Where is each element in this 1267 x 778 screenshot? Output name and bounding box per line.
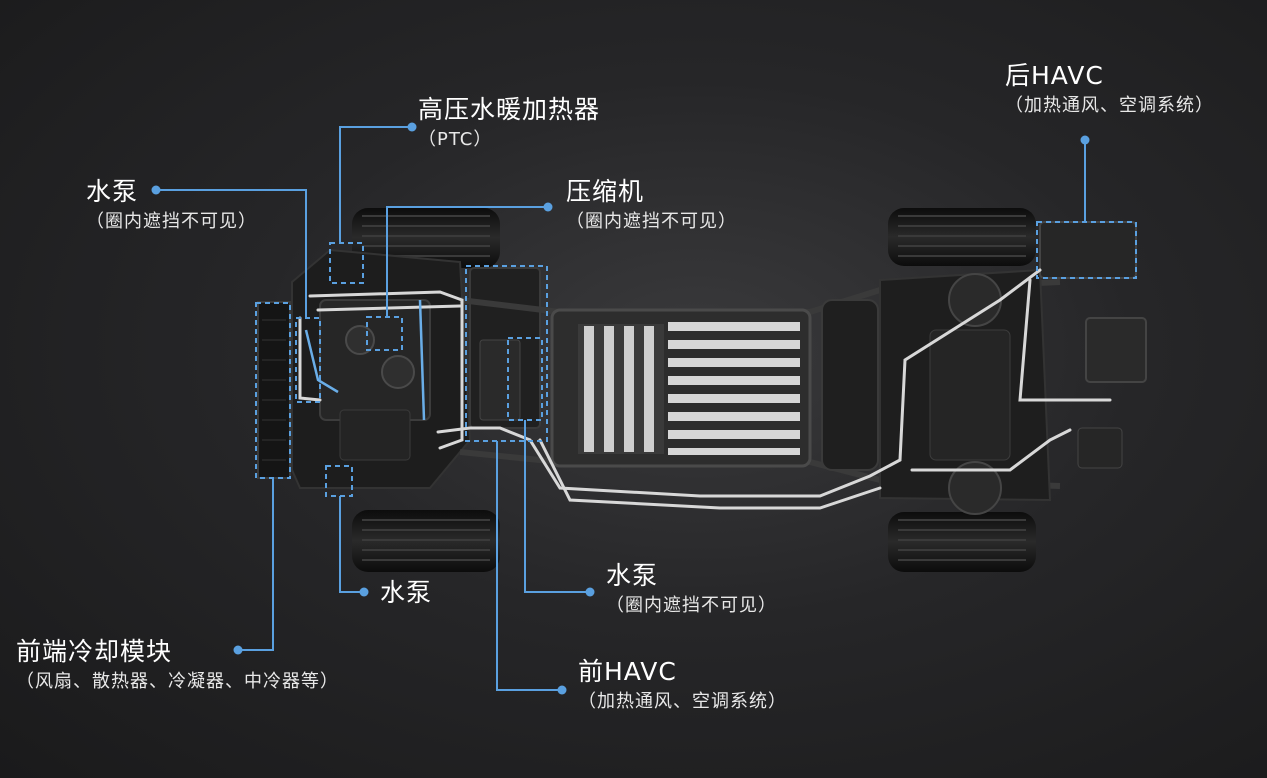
- callout-pump-top: 水泵 （圈内遮挡不可见）: [86, 176, 257, 236]
- callout-subtitle: （圈内遮挡不可见）: [566, 211, 737, 232]
- callout-title: 水泵: [380, 578, 433, 607]
- callout-rear-hvac: 后HAVC （加热通风、空调系统）: [1005, 60, 1214, 120]
- callout-title: 高压水暖加热器: [418, 95, 601, 124]
- callout-pump-mid: 水泵 （圈内遮挡不可见）: [606, 560, 777, 620]
- front-right-tire: [352, 510, 500, 572]
- callout-title: 压缩机: [566, 177, 645, 206]
- callout-subtitle: （圈内遮挡不可见）: [86, 211, 257, 232]
- callout-title: 前HAVC: [578, 657, 677, 686]
- callout-pump-bottom: 水泵: [380, 577, 432, 609]
- rear-right-tire: [888, 512, 1036, 572]
- callout-title: 前端冷却模块: [16, 637, 173, 666]
- callout-title: 水泵: [86, 177, 139, 206]
- front-engine-bay: [291, 248, 541, 489]
- callout-front-cooling: 前端冷却模块 （风扇、散热器、冷凝器、中冷器等）: [16, 636, 339, 696]
- callout-title: 后HAVC: [1005, 61, 1104, 90]
- callout-ptc-heater: 高压水暖加热器 （PTC）: [418, 94, 600, 154]
- callout-front-hvac: 前HAVC （加热通风、空调系统）: [578, 656, 787, 716]
- battery-pack: [550, 308, 812, 468]
- callout-title: 水泵: [606, 561, 659, 590]
- rear-subframe: [821, 221, 1147, 515]
- callout-subtitle: （加热通风、空调系统）: [578, 691, 787, 712]
- callout-subtitle: （加热通风、空调系统）: [1005, 95, 1214, 116]
- rear-left-tire: [888, 208, 1036, 266]
- callout-subtitle: （风扇、散热器、冷凝器、中冷器等）: [16, 671, 339, 692]
- callout-subtitle: （圈内遮挡不可见）: [606, 595, 777, 616]
- callout-compressor: 压缩机 （圈内遮挡不可见）: [566, 176, 737, 236]
- callout-subtitle: （PTC）: [418, 129, 493, 150]
- radiator: [257, 301, 291, 479]
